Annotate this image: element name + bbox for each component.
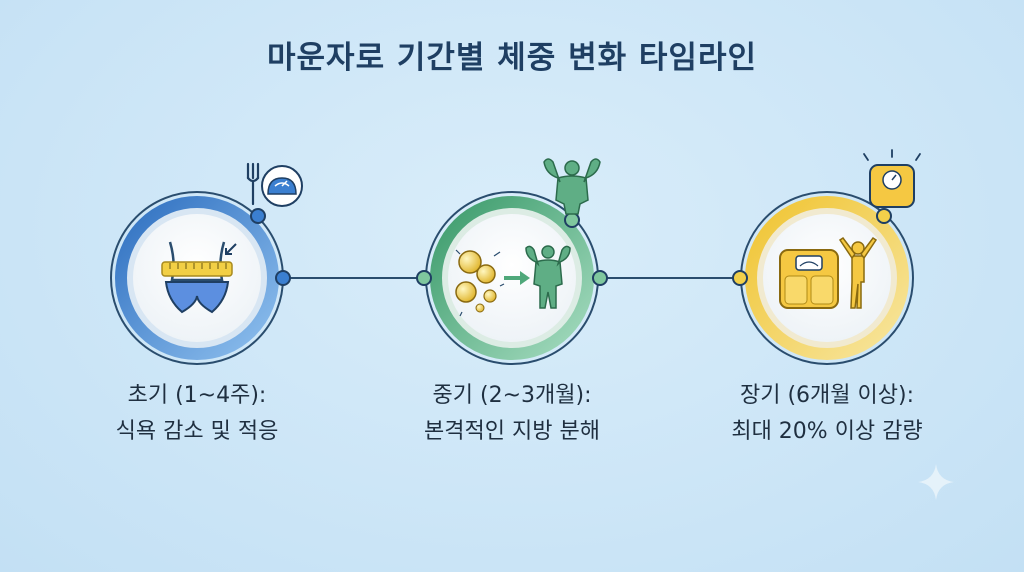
measuring-waist-icon <box>161 241 237 314</box>
stage-1-description: 식욕 감소 및 적응 <box>115 419 279 444</box>
stage-3-node-top <box>876 208 892 224</box>
stage-1-heading: 초기 (1~4주): <box>127 383 267 408</box>
weight-gauge-icon <box>261 165 303 207</box>
stage-2-description: 본격적인 지방 분해 <box>424 419 600 444</box>
stage-2-heading: 중기 (2~3개월): <box>432 383 592 408</box>
sparkle-icon <box>918 464 954 500</box>
stage-2-node-left <box>416 270 432 286</box>
weighing-scale-icon <box>863 149 921 208</box>
page-title: 마운자로 기간별 체중 변화 타임라인 <box>267 40 757 76</box>
stage-1-node-top <box>250 208 266 224</box>
stage-2-label: 중기 (2~3개월): 본격적인 지방 분해 <box>362 378 662 450</box>
stage-1-node-right <box>275 270 291 286</box>
flexing-muscle-icon <box>543 158 601 215</box>
stage-2-node-top <box>564 212 580 228</box>
stage-1-label: 초기 (1~4주): 식욕 감소 및 적응 <box>47 378 347 450</box>
fat-to-muscle-icon <box>455 245 571 317</box>
stage-3-label: 장기 (6개월 이상): 최대 20% 이상 감량 <box>677 378 977 450</box>
stage-3-heading: 장기 (6개월 이상): <box>739 383 914 408</box>
stage-3-description: 최대 20% 이상 감량 <box>731 419 923 444</box>
stage-2-node-right <box>592 270 608 286</box>
fork-icon <box>246 162 260 206</box>
scale-celebration-icon <box>779 236 878 309</box>
stage-1-circle <box>110 191 284 365</box>
stage-3-node-left <box>732 270 748 286</box>
